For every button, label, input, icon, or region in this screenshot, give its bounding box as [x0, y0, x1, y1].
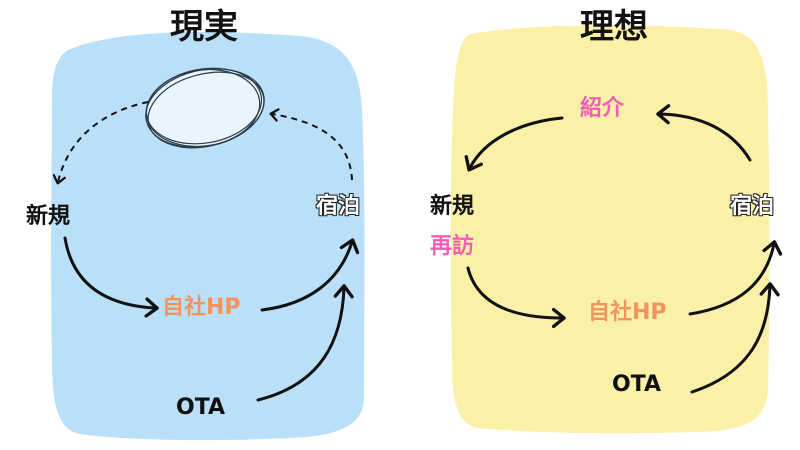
right-title: 理想 [580, 7, 648, 47]
left-dashed-arrow-from-shukuhaku [269, 108, 353, 181]
right-arrow-hp-to-shukuhaku [688, 240, 783, 316]
left-node-jisha-hp: 自社HP [162, 295, 241, 320]
left-panel-background [51, 31, 365, 441]
left-dashed-arrow-to-shinki [52, 101, 149, 185]
left-arrow-ota-to-shukuhaku [256, 284, 354, 402]
left-node-shukuhaku: 宿泊 [316, 194, 361, 219]
right-node-shokai: 紹介 [580, 96, 625, 121]
left-node-shinki: 新規 [26, 204, 71, 229]
right-arrow-shukuhaku-to-shokai [656, 104, 752, 162]
right-node-shinki: 新規 [430, 194, 475, 219]
right-node-saihou: 再訪 [430, 234, 475, 259]
left-node-ota: OTA [176, 395, 226, 420]
right-node-ota: OTA [612, 372, 662, 397]
right-arrow-ota-to-shukuhaku [690, 282, 780, 394]
left-title: 現実 [170, 7, 238, 47]
right-arrow-shokai-to-shinki [464, 116, 564, 172]
right-node-shukuhaku: 宿泊 [730, 194, 775, 219]
right-panel-background [450, 25, 770, 434]
left-arrow-hp-to-shukuhaku [260, 238, 360, 312]
right-node-jisha-hp: 自社HP [588, 300, 667, 325]
left-arrow-shinki-to-hp [63, 236, 159, 318]
right-arrow-saihou-to-hp [466, 266, 566, 329]
scribbled-ellipse [145, 67, 265, 149]
